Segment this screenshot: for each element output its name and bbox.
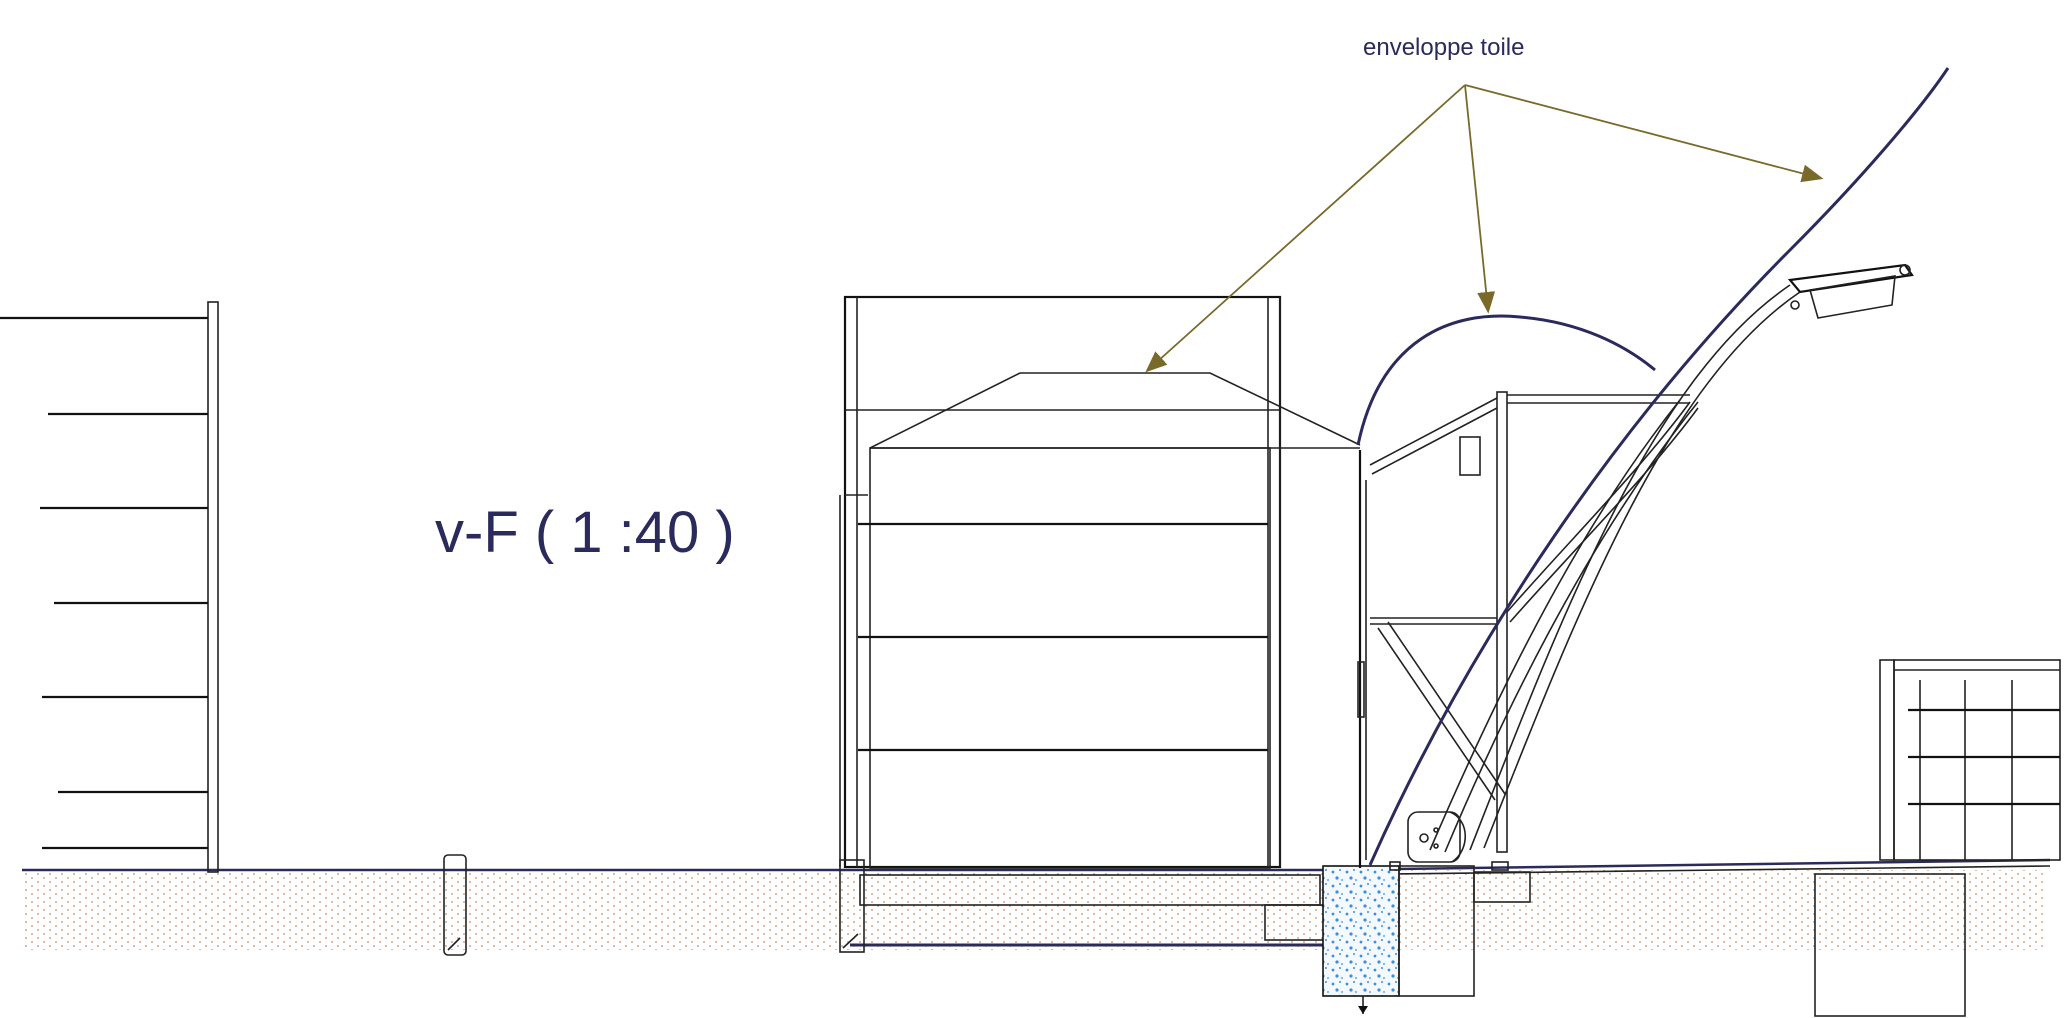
- ground-surface-line-right: [1394, 858, 2051, 871]
- drawing-title: v-F ( 1 :40 ): [435, 500, 735, 565]
- leader-to-arc: [1464, 84, 1496, 314]
- leader-to-envelope: [1464, 84, 1824, 183]
- concrete-block: [1322, 865, 1400, 997]
- annotation-leaders: [1145, 84, 1824, 373]
- envelope-arc-small: [1356, 314, 1656, 446]
- envelope-curve-large: [1368, 67, 1950, 866]
- right-structure: [1814, 659, 2061, 1017]
- left-building: [0, 301, 219, 873]
- soil-hatch: [25, 870, 2045, 950]
- fabric-envelope: [1356, 67, 1950, 866]
- generator-unit: [1407, 811, 1466, 863]
- leader-to-roof: [1145, 84, 1466, 373]
- lighting-truss: [1357, 284, 1801, 871]
- spotlight-fixture: [1787, 263, 1914, 319]
- bollard: [443, 854, 467, 956]
- annotation-label: enveloppe toile: [1363, 34, 1524, 61]
- concrete-foundation: [1322, 865, 1531, 1014]
- central-structure: [839, 295, 1361, 953]
